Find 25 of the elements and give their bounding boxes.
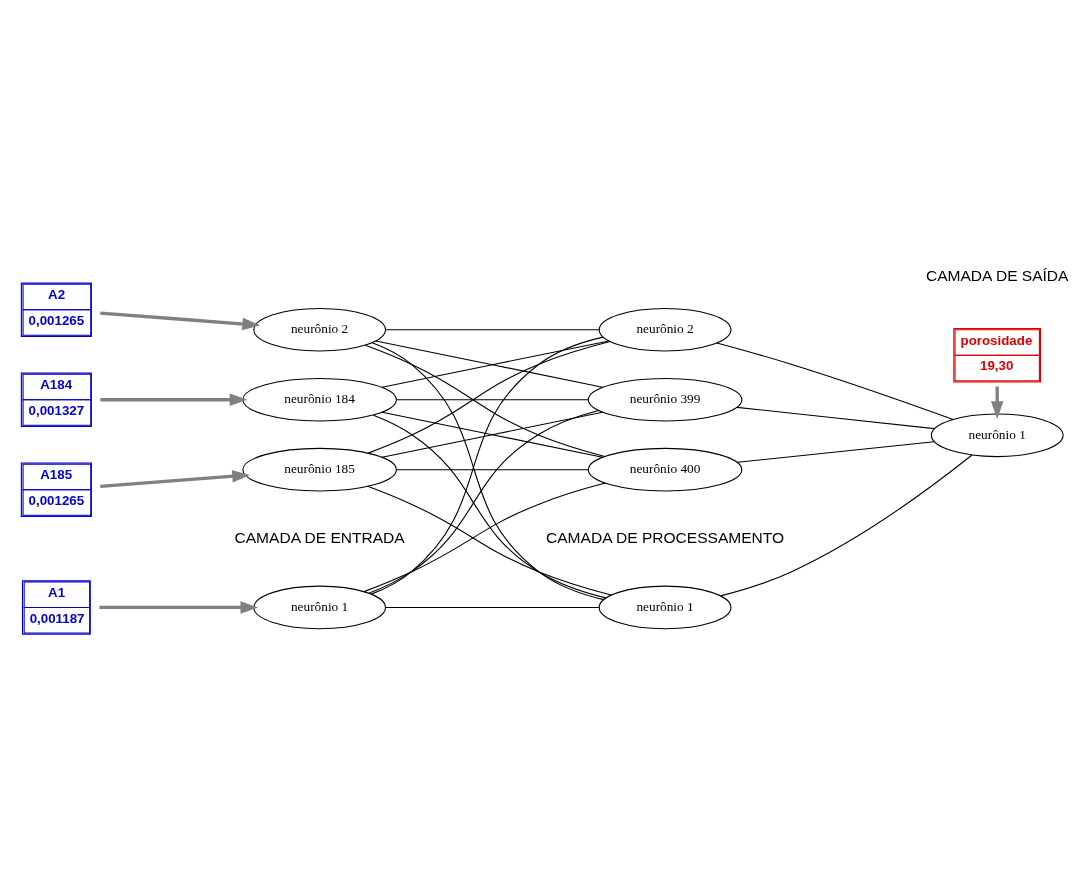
arrow <box>99 600 259 614</box>
connector <box>396 398 589 400</box>
connector <box>720 453 973 596</box>
node-ellipse: neurônio 2 <box>253 307 387 352</box>
connector <box>385 328 600 330</box>
arrow <box>100 310 261 330</box>
arrow <box>100 469 251 488</box>
connector <box>385 606 600 608</box>
node-ellipse: neurônio 399 <box>587 377 743 422</box>
node-ellipse: neurônio 184 <box>242 377 397 422</box>
connector <box>716 341 954 420</box>
node-ellipse: neurônio 185 <box>242 447 397 492</box>
node-ellipse: neurônio 1 <box>930 412 1064 457</box>
node-ellipse: neurônio 1 <box>253 585 387 629</box>
label: CAMADA DE PROCESSAMENTO <box>546 528 785 546</box>
connector <box>736 440 935 463</box>
node-ellipse: neurônio 400 <box>587 447 743 492</box>
label: CAMADA DE SAÍDA <box>925 266 1069 284</box>
arrow <box>100 393 248 406</box>
connector <box>396 468 589 470</box>
connector <box>381 411 604 458</box>
connector <box>736 406 935 429</box>
label: CAMADA DE ENTRADA <box>234 528 405 546</box>
node-ellipse: neurônio 2 <box>598 307 732 352</box>
node-ellipse: neurônio 1 <box>598 585 732 629</box>
